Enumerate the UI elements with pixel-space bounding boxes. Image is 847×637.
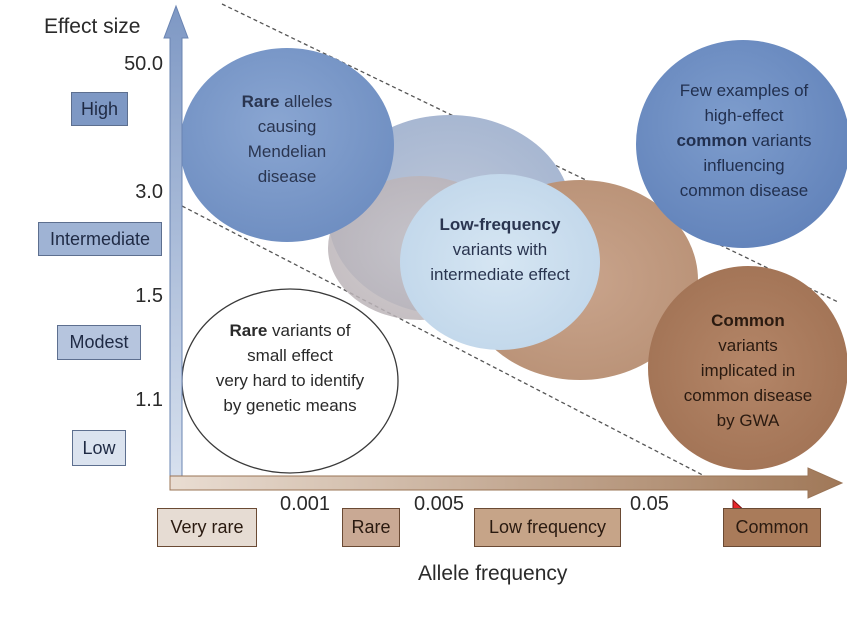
- x-category-low-frequency: Low frequency: [474, 508, 621, 547]
- common-gwa-bubble: [648, 266, 847, 470]
- x-axis-title: Allele frequency: [418, 562, 568, 585]
- x-category-very-rare: Very rare: [157, 508, 257, 547]
- rare-small-effect-text: Rare variants of small effect very hard …: [215, 321, 365, 415]
- rare-mendelian-bubble: [180, 48, 394, 242]
- y-axis-title: Effect size: [44, 15, 141, 38]
- x-category-rare: Rare: [342, 508, 400, 547]
- y-tick-label: 50.0: [124, 53, 163, 75]
- low-frequency-text: Low-frequency variants with intermediate…: [430, 215, 570, 284]
- y-category-intermediate: Intermediate: [38, 222, 162, 256]
- y-axis-arrow: [163, 4, 189, 487]
- high-effect-common-bubble: [636, 40, 847, 248]
- x-category-common: Common: [723, 508, 821, 547]
- upper-dashed-boundary: [221, 3, 839, 303]
- y-tick-label: 1.5: [135, 285, 163, 307]
- x-tick-label: 0.005: [414, 493, 465, 515]
- high-effect-common-text: Few examples of high-effect common varia…: [676, 81, 812, 200]
- y-tick-label: 3.0: [135, 181, 163, 203]
- x-tick-label: 0.001: [280, 493, 331, 515]
- common-gwa-text: Common variants implicated in common dis…: [683, 311, 813, 430]
- y-category-high: High: [71, 92, 128, 126]
- x-axis-arrow: [169, 467, 844, 499]
- y-category-modest: Modest: [57, 325, 141, 360]
- y-tick-label: 1.1: [135, 389, 163, 411]
- lower-dashed-boundary: [181, 205, 721, 485]
- rare-mendelian-text: Rare alleles causing Mendelian disease: [241, 92, 333, 186]
- x-tick-label: 0.05: [630, 493, 669, 515]
- y-category-low: Low: [72, 430, 126, 466]
- low-frequency-bubble: [400, 174, 600, 350]
